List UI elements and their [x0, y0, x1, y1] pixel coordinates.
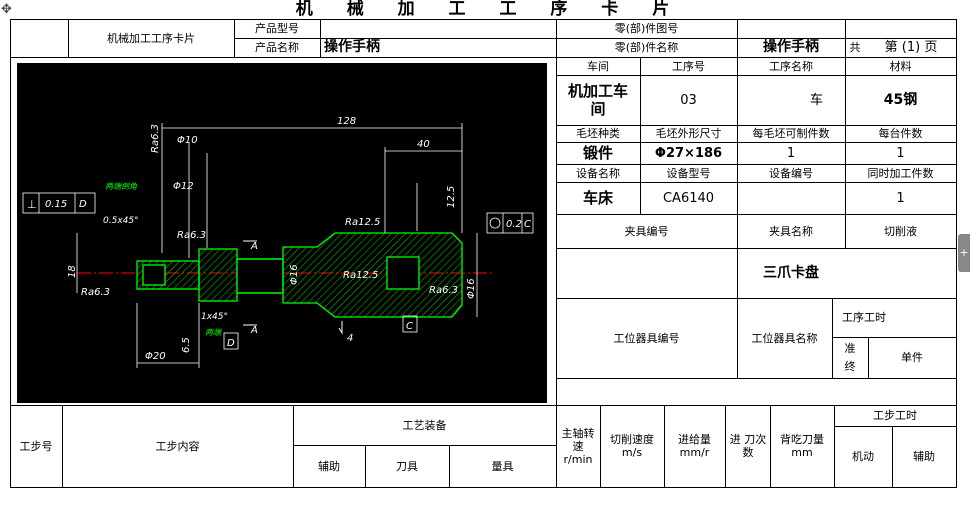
gdt-right-datum: C [524, 219, 531, 230]
fixture-name-value: 三爪卡盘 [763, 264, 819, 281]
blank-size-value: Φ27×186 [654, 145, 723, 161]
process-name-value: 车 [809, 92, 823, 108]
parts-per-unit-value: 1 [896, 145, 905, 161]
chamfer-0-5: 0.5x45° [103, 216, 139, 226]
dim-6-5: 6.5 [181, 337, 192, 353]
gdt-frame-right [486, 212, 534, 234]
feed-header: 进给量 mm/r [678, 433, 711, 459]
roughness-ra63-a: Ra6.3 [150, 124, 161, 153]
workshop-value: 机加工车间 [567, 82, 628, 118]
datum-c-box [402, 315, 418, 333]
roughness-ra63-b: Ra6.3 [177, 230, 206, 241]
product-model-label: 产品型号 [255, 22, 299, 35]
station-tool-name-label: 工位器具名称 [751, 331, 818, 345]
gdt-frame-left [22, 192, 96, 214]
dim-phi16b: Φ16 [466, 278, 477, 299]
machine-time-header: 机动 [852, 450, 874, 463]
dim-128: 128 [337, 116, 356, 127]
equip-no-label: 设备编号 [769, 166, 813, 180]
material-value: 45钢 [883, 91, 918, 108]
step-time-header: 工步工时 [873, 409, 917, 422]
dim-40: 40 [417, 139, 430, 150]
datum-d: D [227, 338, 235, 349]
chamfer-1: 1x45° [201, 312, 228, 322]
dim-phi20: Φ20 [145, 351, 166, 362]
product-name-label: 产品名称 [255, 41, 299, 54]
aux-tool-header: 辅助 [318, 459, 340, 473]
material-label: 材料 [889, 59, 912, 73]
section-a-bottom: A [250, 325, 258, 336]
page-number: 第 (1) 页 [884, 40, 938, 55]
blank-type-value: 锻件 [582, 143, 613, 162]
process-no-value: 03 [680, 92, 697, 108]
part-no-value [737, 19, 845, 38]
cut-speed-header: 切削速度 m/s [610, 433, 654, 459]
dim-phi16a: Φ16 [289, 264, 300, 285]
parts-per-blank-label: 每毛坯可制件数 [752, 127, 830, 140]
equipment-header: 工艺装备 [402, 418, 447, 432]
gdt-right-value: 0.2 [506, 219, 522, 230]
equip-no-value [737, 182, 845, 214]
datum-d-box [223, 332, 239, 350]
fixture-name-label: 夹具名称 [769, 224, 813, 238]
datum-c: C [406, 321, 413, 332]
station-tool-no-label: 工位器具编号 [613, 331, 680, 345]
spindle-speed-header: 主轴转速 r/min [561, 426, 595, 466]
blank-size-label: 毛坯外形尺寸 [655, 127, 722, 140]
passes-header: 进 刀次数 [729, 433, 767, 459]
section-a-top: A [250, 241, 258, 252]
step-content-header: 工步内容 [155, 439, 200, 453]
parts-per-unit-label: 每台件数 [878, 127, 923, 140]
page-title: 机 械 加 工 工 序 卡 片 [295, 0, 684, 19]
total-pages-label: 共 [849, 41, 861, 54]
unit-time-label: 单件 [901, 351, 923, 364]
gdt-left-datum: D [79, 199, 87, 210]
depth-header: 背吃刀量 mm [780, 433, 824, 459]
dim-phi12: Φ12 [173, 181, 194, 192]
roughness-ra125-b: Ra12.5 [343, 270, 378, 281]
roughness-ra63-d: Ra6.3 [429, 285, 458, 296]
equip-model-value: CA6140 [662, 190, 715, 206]
dim-phi10: Φ10 [177, 135, 198, 146]
part-drawing: 128 40 Φ10 Φ12 18 Φ20 6.5 Φ16 Φ16 12.5 4… [17, 63, 547, 403]
process-time-label: 工序工时 [842, 311, 886, 324]
aux-time-header: 辅助 [913, 450, 935, 463]
fixture-no-label: 夹具编号 [624, 224, 669, 238]
coolant-label: 切削液 [884, 224, 917, 238]
equip-model-label: 设备型号 [666, 166, 711, 180]
simul-label: 同时加工件数 [867, 166, 934, 180]
section-marks [243, 240, 343, 335]
product-model-value [320, 19, 556, 38]
product-name-value: 操作手柄 [324, 39, 380, 55]
part-outline [136, 232, 463, 318]
parts-per-blank-value: 1 [786, 145, 796, 161]
note-chamfer-ends: 两端倒角 [105, 182, 138, 191]
move-handle-icon[interactable]: ✥ [1, 2, 12, 17]
part-name-value: 操作手柄 [763, 39, 819, 55]
dim-4: 4 [347, 333, 353, 344]
equip-name-value: 车床 [582, 188, 613, 207]
blank-type-label: 毛坯种类 [576, 127, 620, 140]
gauge-header: 量具 [491, 459, 514, 473]
dimension-lines [76, 123, 478, 368]
process-no-label: 工序号 [672, 59, 705, 73]
cutter-header: 刀具 [396, 459, 418, 473]
side-expand-tab[interactable]: + [958, 234, 970, 272]
dim-12-5: 12.5 [446, 186, 457, 208]
dim-18: 18 [67, 265, 78, 278]
workshop-label: 车间 [587, 59, 609, 73]
step-no-header: 工步号 [19, 439, 53, 453]
part-name-label: 零(部)件名称 [614, 41, 679, 54]
roughness-ra125-a: Ra12.5 [345, 217, 380, 228]
part-no-label: 零(部)件图号 [614, 22, 679, 35]
roughness-ra63-c: Ra6.3 [81, 287, 110, 298]
gdt-left-value: 0.15 [45, 199, 67, 210]
simul-value: 1 [896, 190, 905, 206]
card-name: 机械加工工序卡片 [107, 31, 195, 45]
note-ends: 两端 [205, 328, 222, 337]
prep-time-label: 准终 [844, 341, 856, 373]
process-name-label: 工序名称 [769, 59, 813, 73]
flatness-symbol: ⊥ [27, 198, 37, 211]
equip-name-label: 设备名称 [576, 166, 620, 180]
